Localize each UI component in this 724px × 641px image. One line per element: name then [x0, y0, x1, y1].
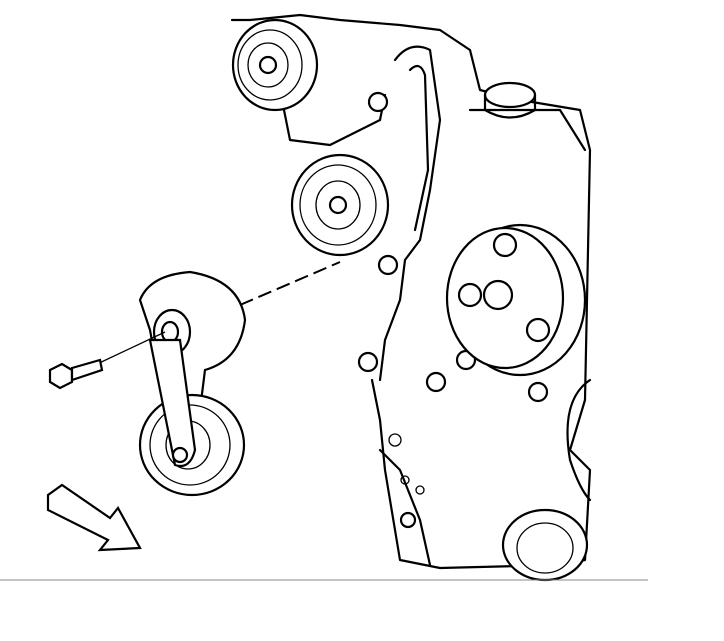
power-steering-pulley — [445, 223, 587, 377]
bolt-head — [425, 371, 447, 393]
engine-block — [230, 13, 592, 570]
bolt-head — [399, 511, 417, 529]
belt-tensioner — [138, 270, 247, 497]
bolt-head — [527, 381, 549, 403]
upper-pulley — [231, 18, 319, 112]
tensioner-bolt — [48, 358, 104, 390]
bolt-head-top — [367, 91, 389, 113]
bolt-head — [377, 254, 399, 276]
bolt-axis-line — [94, 331, 166, 366]
alignment-line — [239, 261, 341, 306]
idler-pulley — [290, 153, 390, 257]
bolt-head — [357, 351, 379, 373]
crank-pulley-edge — [566, 378, 592, 502]
reservoir-cap — [483, 81, 537, 109]
lower-pulley — [501, 508, 589, 582]
direction-arrow-icon — [46, 483, 142, 552]
